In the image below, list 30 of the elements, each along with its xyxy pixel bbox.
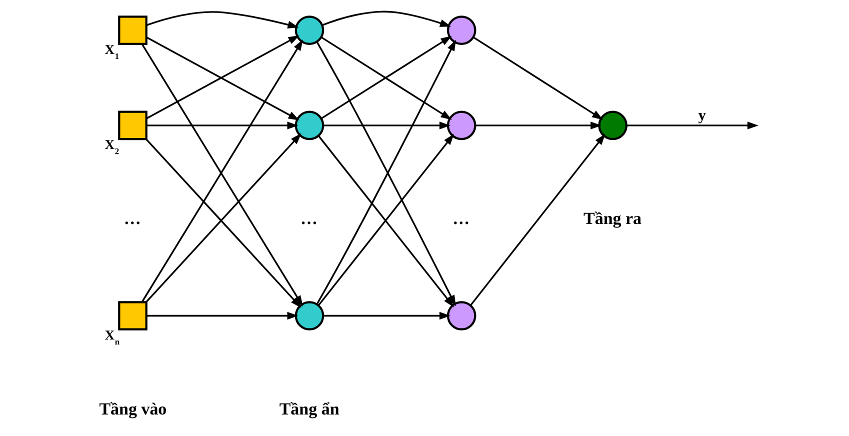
arrow: [323, 312, 451, 320]
edge-label: y: [698, 106, 706, 124]
node-circle: [294, 110, 324, 140]
node-circle: [294, 16, 324, 45]
node-circle: [598, 110, 628, 140]
node-box: [118, 301, 148, 330]
arrow: [626, 122, 758, 130]
arrow: [475, 122, 602, 130]
arrow: [472, 36, 604, 120]
node-circle: [446, 301, 476, 330]
node-label: X$_{2}$: [104, 137, 120, 156]
arrow: [146, 122, 298, 130]
arrow: [146, 11, 299, 28]
label: Tầng ẩn: [279, 399, 340, 418]
node-label: X$_{n}$: [104, 327, 120, 346]
node-circle: [294, 301, 324, 330]
node-label: X$_{1}$: [104, 42, 120, 61]
node-circle: [446, 110, 476, 140]
arrow: [146, 312, 298, 320]
label: …: [300, 209, 318, 228]
node-box: [118, 110, 148, 140]
label: …: [124, 209, 141, 228]
arrow: [323, 122, 451, 130]
arrow: [322, 10, 452, 27]
label: Tầng ra: [584, 209, 642, 228]
node-box: [118, 16, 148, 45]
label: Tầng vào: [99, 399, 167, 418]
label: …: [452, 209, 470, 228]
node-circle: [446, 16, 476, 45]
arrow: [470, 134, 606, 306]
